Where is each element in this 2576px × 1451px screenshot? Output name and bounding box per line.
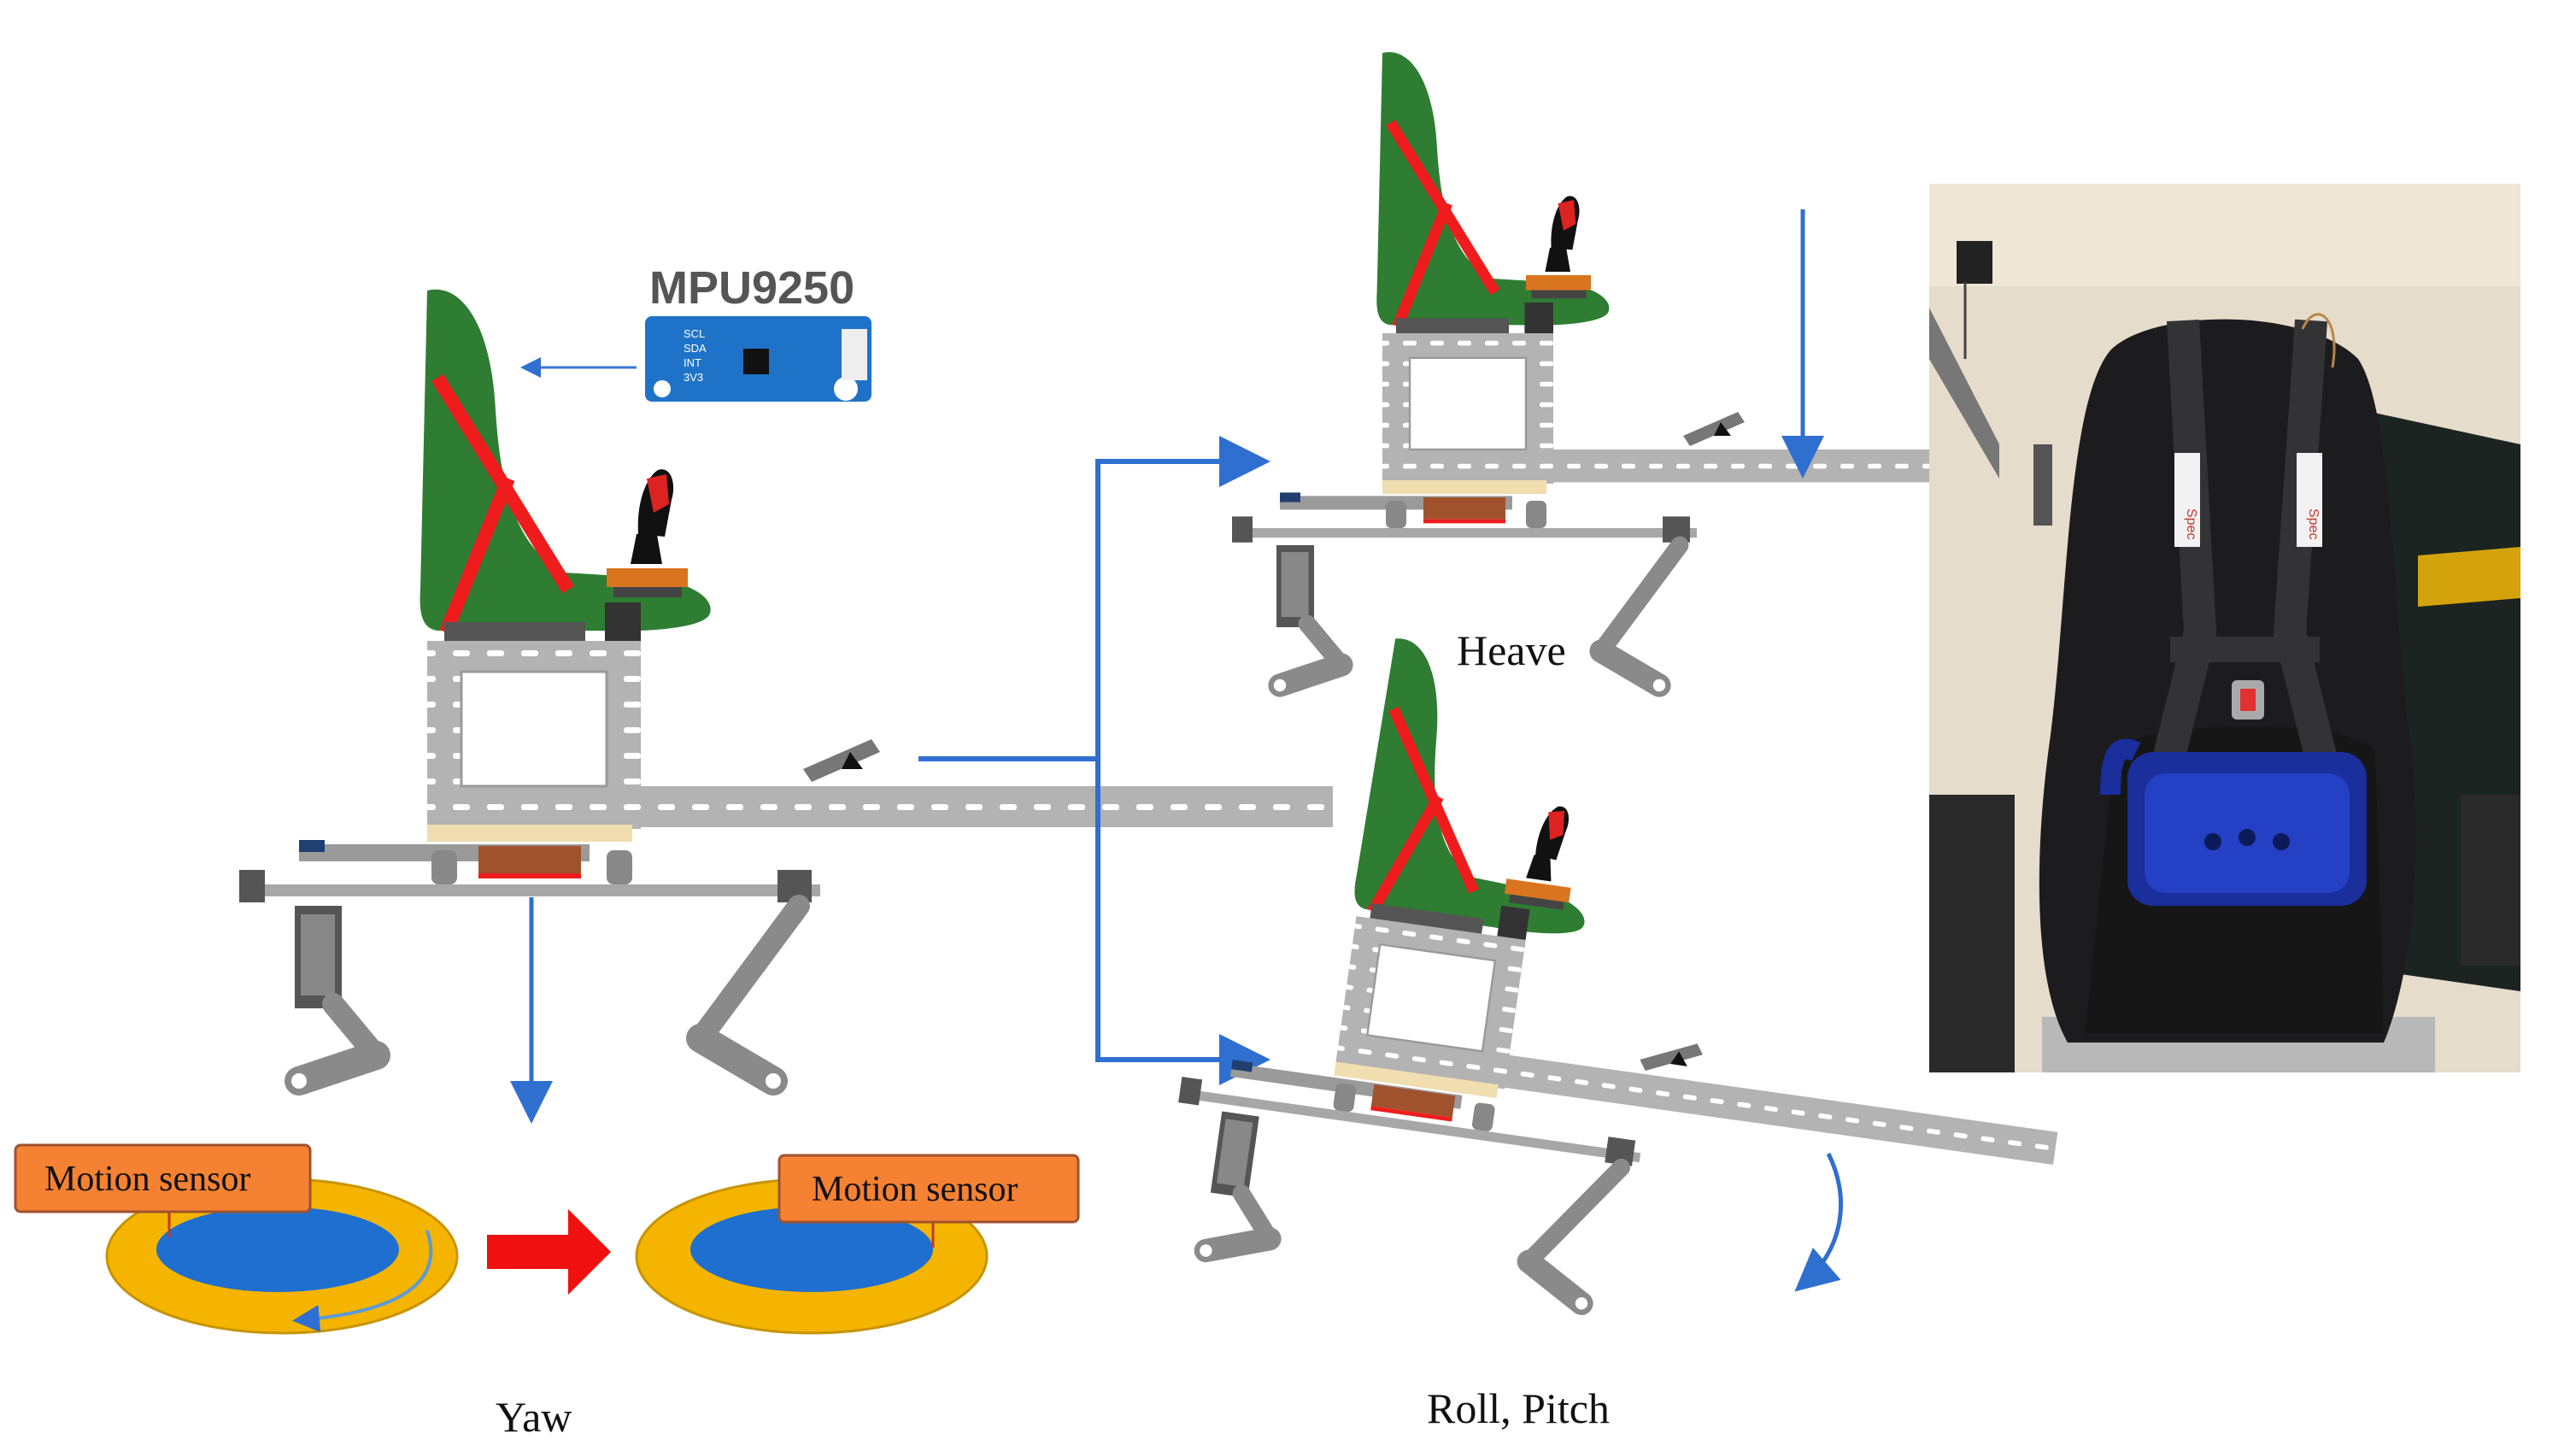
mpu9250-module: MPU9250 SCL SDA INT 3V3 bbox=[645, 262, 871, 402]
yaw-label: Yaw bbox=[496, 1393, 572, 1441]
rotating-disc-left bbox=[156, 1207, 399, 1292]
transition-big-arrow bbox=[487, 1209, 611, 1295]
motion-sensor-box-right bbox=[777, 1154, 1080, 1224]
rotation-arrow bbox=[292, 1230, 433, 1332]
motion-sensor-label-left: Motion sensor bbox=[44, 1160, 251, 1199]
roll-pitch-label: Roll, Pitch bbox=[1427, 1384, 1610, 1432]
rotating-disc-right bbox=[690, 1207, 933, 1292]
strap-brand-left: Spec bbox=[2184, 508, 2198, 539]
heave-branch-arrow bbox=[918, 436, 1270, 761]
motion-sensor-box-left bbox=[14, 1143, 312, 1213]
roll-curved-arrow bbox=[1794, 1152, 1844, 1292]
motion-sensor-label-right: Motion sensor bbox=[812, 1170, 1018, 1209]
strap-brand-right: Spec bbox=[2306, 508, 2321, 539]
seat-photo: Spec Spec bbox=[1929, 184, 2520, 1072]
svg-text:3V3: 3V3 bbox=[684, 371, 703, 384]
heave-label: Heave bbox=[1457, 626, 1566, 674]
svg-text:SCL: SCL bbox=[684, 327, 705, 340]
main-motion-chair bbox=[239, 290, 1333, 1089]
mpu9250-label: MPU9250 bbox=[649, 262, 854, 314]
svg-text:SDA: SDA bbox=[684, 342, 707, 355]
yaw-illustration: Motion sensor Motion sensor bbox=[14, 1143, 1080, 1335]
svg-text:INT: INT bbox=[684, 356, 701, 369]
rollpitch-branch-arrow bbox=[1095, 759, 1270, 1085]
